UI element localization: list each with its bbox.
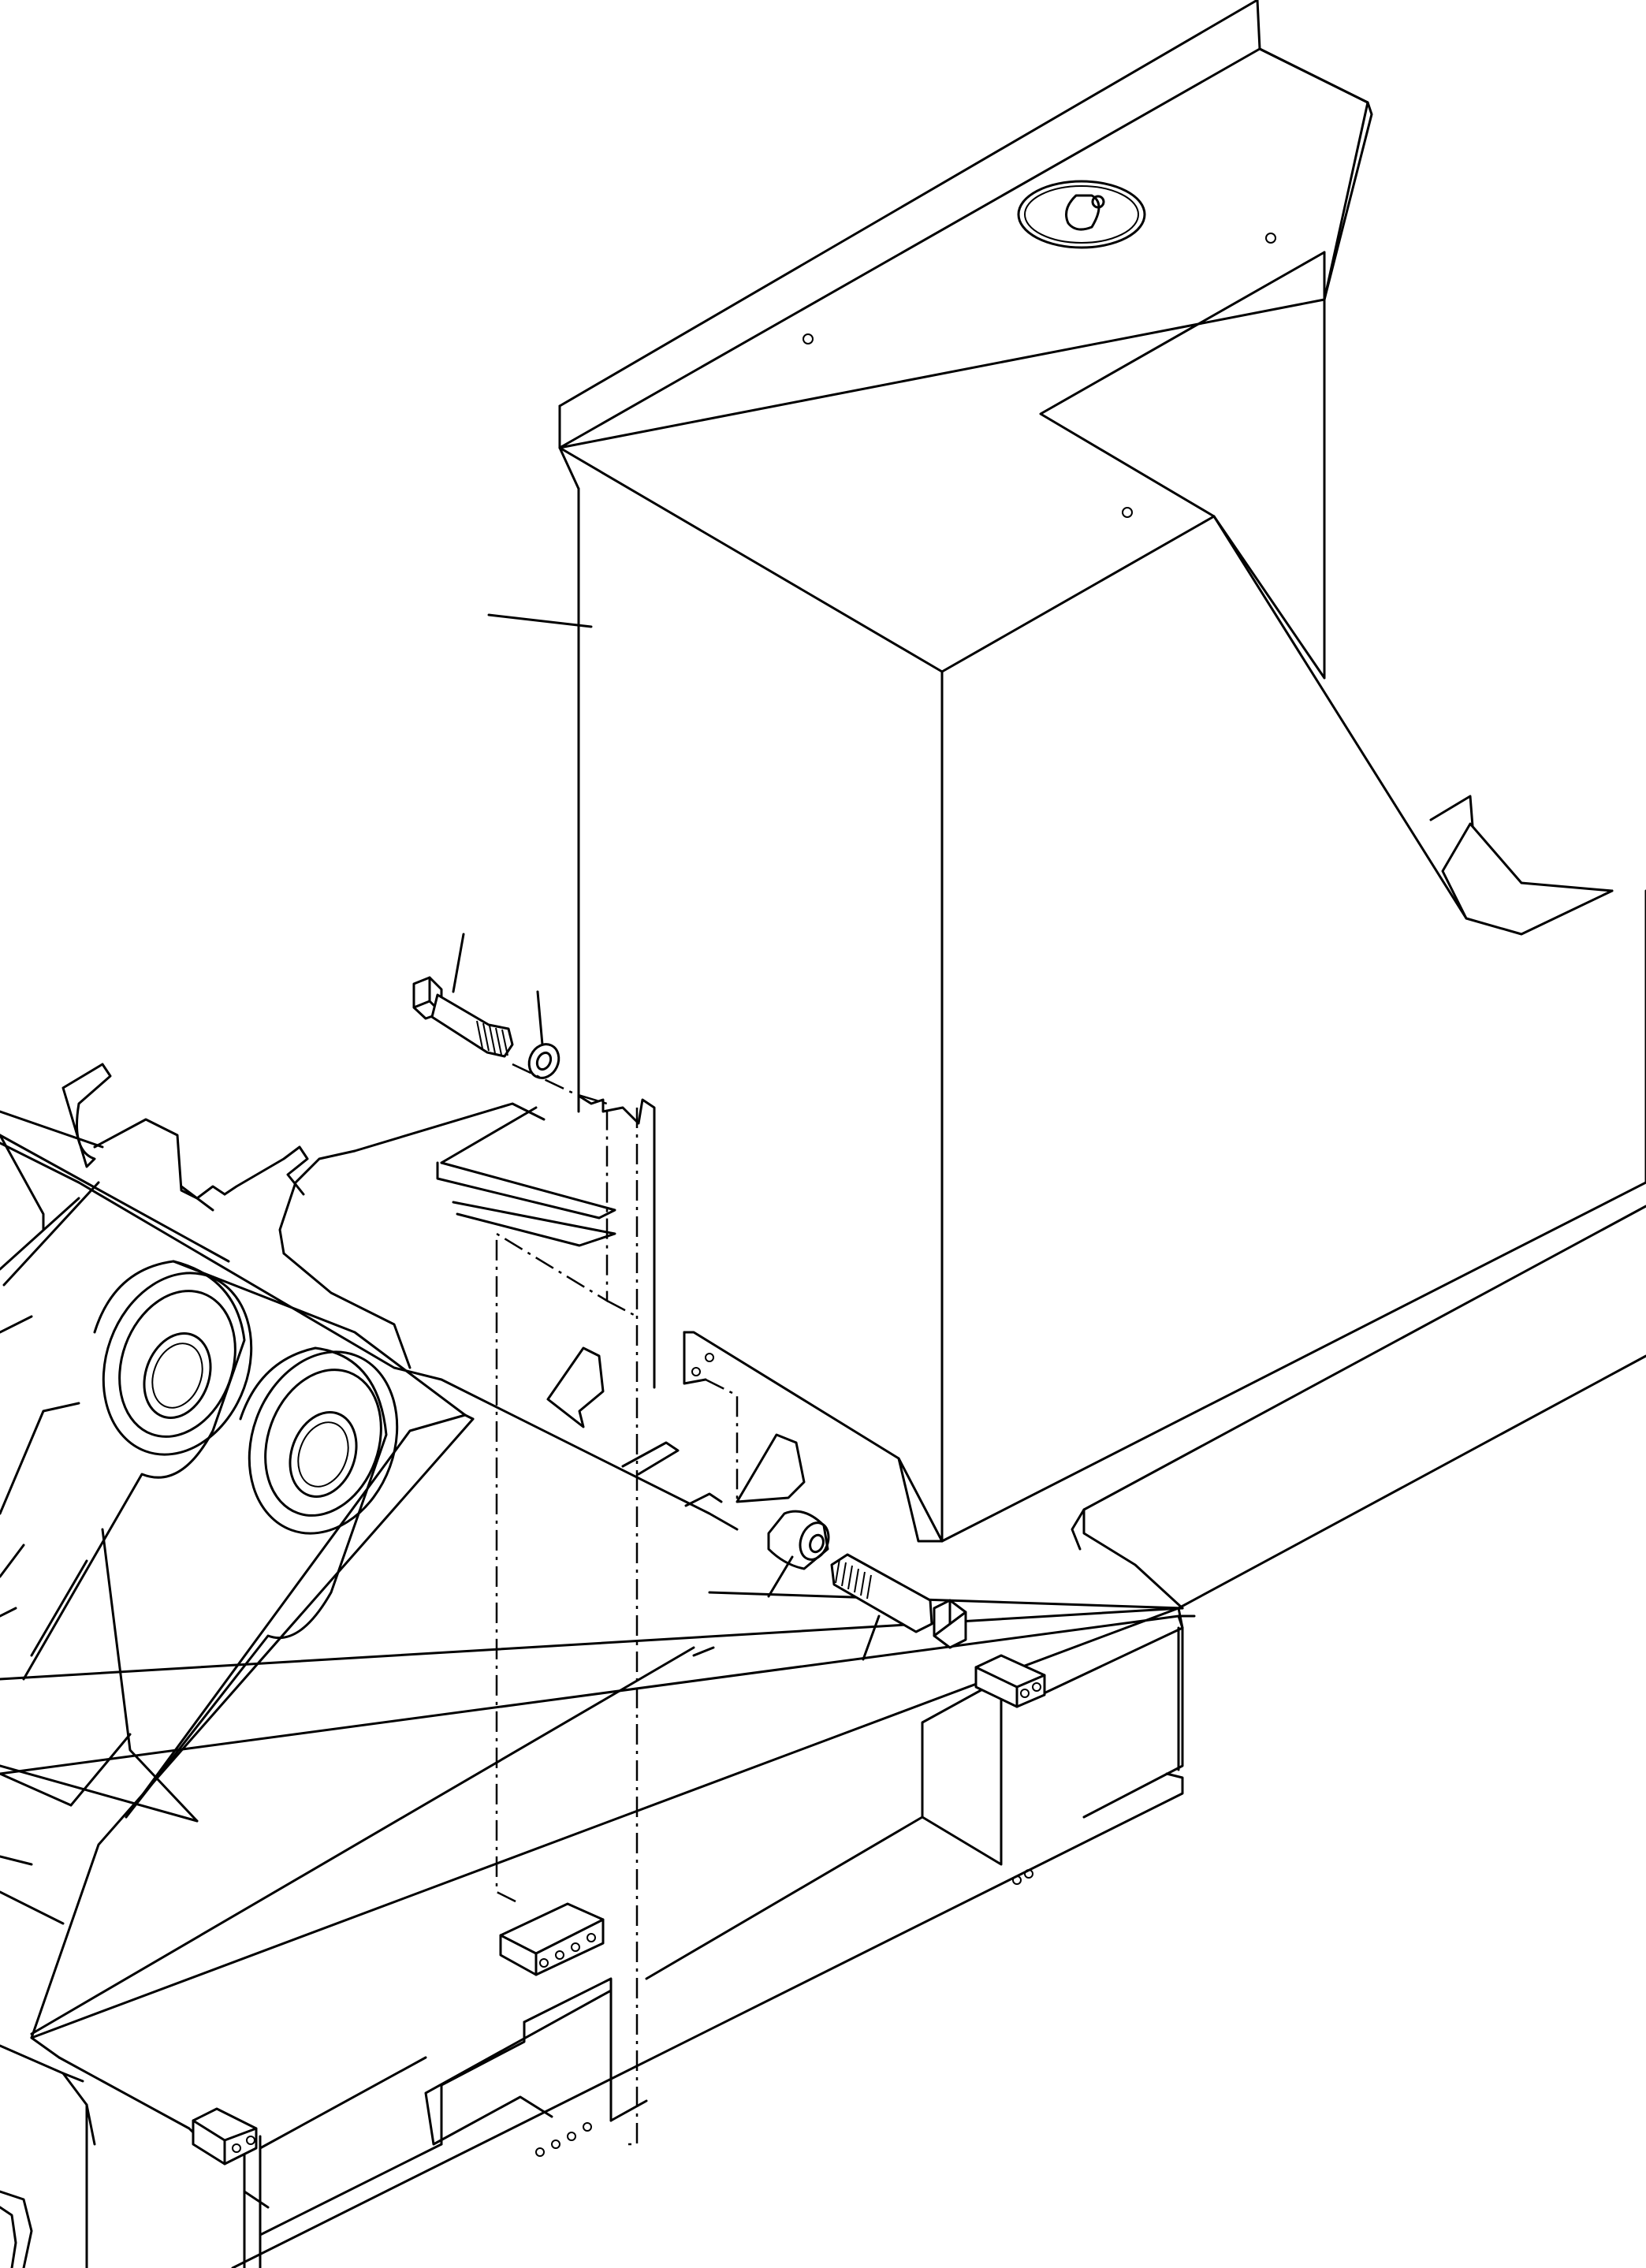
tank-body: [558, 0, 1646, 1543]
assembly-lines: [495, 1063, 739, 2146]
washer: [527, 1043, 560, 1079]
leader-frame: [692, 1646, 715, 1657]
bracket-front: [499, 1902, 605, 2157]
leader-washer: [536, 990, 544, 1046]
frame: [0, 1063, 1646, 2268]
leader-bolt-upper: [452, 933, 465, 993]
callout-leaders: [2, 613, 881, 1661]
leader-tank: [487, 613, 593, 628]
leader-frame-rear: [2, 1181, 100, 1287]
mounting-bolt-upper: [412, 976, 514, 1058]
bracket-lower-left: [192, 2107, 258, 2166]
mounting-bolt-lower: [830, 1553, 967, 1649]
wheel-hub-rear: [102, 1272, 253, 1456]
wheel-hub-front: [248, 1350, 399, 1535]
spacer: [767, 1510, 830, 1570]
leader-spacer: [767, 1555, 794, 1598]
bracket-rear: [974, 1654, 1046, 1885]
filler-cap: [1017, 180, 1146, 249]
leader-bolt-lower: [862, 1614, 881, 1661]
